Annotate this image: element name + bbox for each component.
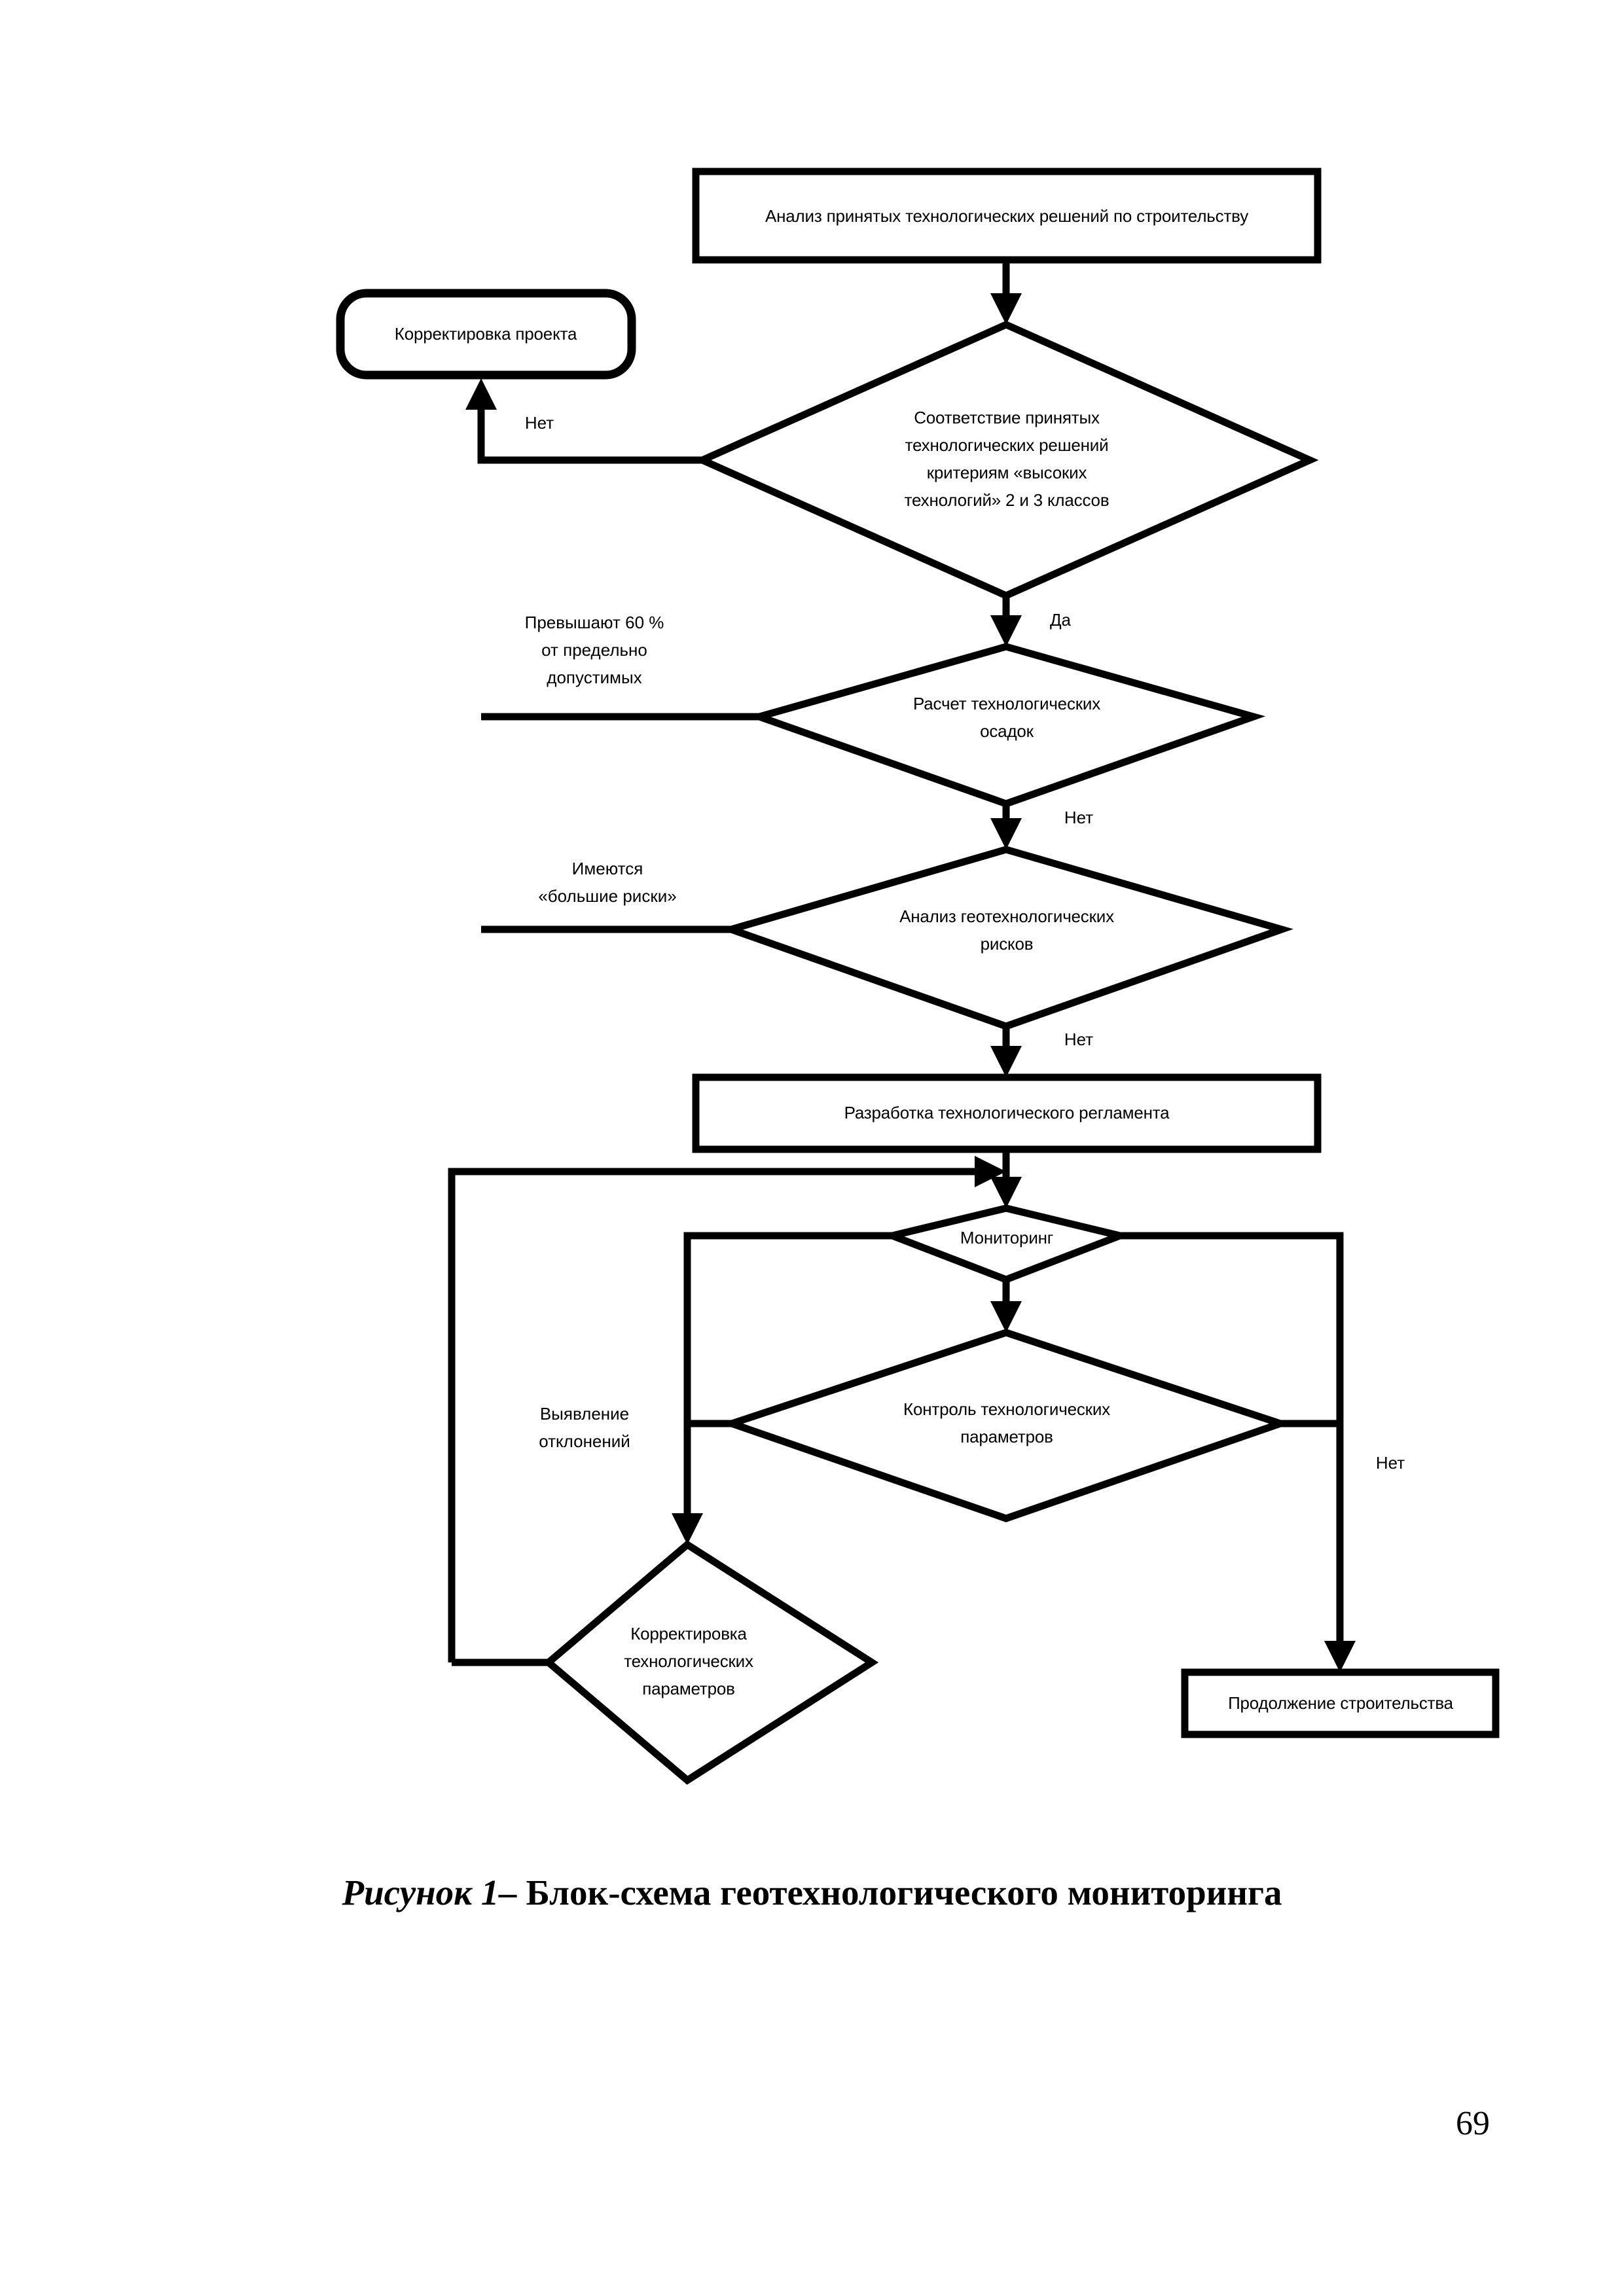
node-parameter-control-shape bbox=[720, 1329, 1292, 1522]
node-construction-continues[interactable]: Продолжение строительства bbox=[1181, 1668, 1500, 1738]
arrowhead-monitoring-to-control bbox=[990, 1301, 1022, 1333]
node-analysis[interactable]: Анализ принятых технологических решений … bbox=[692, 168, 1322, 264]
edge-label-layer: Нет Да Превышают 60 % от предельно допус… bbox=[525, 413, 1405, 1473]
node-parameter-correction-label-3: параметров bbox=[642, 1679, 735, 1698]
node-monitoring[interactable]: Мониторинг bbox=[880, 1204, 1132, 1283]
node-compliance-decision[interactable]: Соответствие принятых технологических ре… bbox=[693, 320, 1319, 600]
arrowhead-monitoring-left bbox=[672, 1513, 703, 1545]
edge-label-no-deviations: Нет bbox=[1376, 1453, 1405, 1473]
edge-label-exceed-limit-2: от предельно bbox=[541, 640, 647, 660]
node-regulation-development-shape bbox=[692, 1073, 1322, 1153]
edge-label-deviations-found-2: отклонений bbox=[539, 1431, 630, 1451]
node-risk-analysis[interactable]: Анализ геотехнологических рисков bbox=[719, 846, 1294, 1030]
node-risk-analysis-shape bbox=[719, 846, 1294, 1030]
node-parameter-control-label-2: параметров bbox=[960, 1427, 1053, 1446]
node-parameter-control[interactable]: Контроль технологических параметров bbox=[720, 1329, 1292, 1522]
figure-title: Блок-схема геотехнологического мониторин… bbox=[526, 1873, 1282, 1912]
node-regulation-development[interactable]: Разработка технологического регламента bbox=[692, 1073, 1322, 1153]
connector-monitoring-left bbox=[683, 1232, 892, 1525]
connector-monitoring-right bbox=[1120, 1232, 1344, 1653]
arrowhead-correction-feedback bbox=[975, 1156, 1006, 1187]
node-analysis-label: Анализ принятых технологических решений … bbox=[765, 206, 1248, 226]
node-monitoring-shape bbox=[880, 1204, 1132, 1283]
edge-label-no-settlement: Нет bbox=[1064, 808, 1093, 827]
edge-label-big-risks-2: «большие риски» bbox=[538, 886, 676, 906]
node-settlement-calc-label-2: осадок bbox=[980, 721, 1034, 741]
flowchart-diagram: Анализ принятых технологических решений … bbox=[336, 168, 1500, 1785]
edge-label-yes-compliance: Да bbox=[1050, 610, 1072, 630]
node-compliance-decision-label: Соответствие принятых bbox=[914, 408, 1100, 427]
figure-caption: Рисунок 1– Блок-схема геотехнологическог… bbox=[0, 1872, 1624, 1913]
node-settlement-calc-shape bbox=[747, 643, 1266, 808]
node-settlement-calc-label: Расчет технологических bbox=[913, 694, 1100, 713]
node-project-correction-label: Корректировка проекта bbox=[395, 324, 577, 344]
edge-label-big-risks: Имеются bbox=[572, 859, 643, 878]
node-compliance-decision-label-4: технологий» 2 и 3 классов bbox=[905, 490, 1110, 510]
connector-correction-feedback bbox=[448, 1168, 988, 1662]
node-compliance-decision-label-2: технологических решений bbox=[905, 435, 1109, 455]
arrowhead-monitoring-right bbox=[1324, 1641, 1356, 1672]
connector-compliance-no bbox=[477, 395, 702, 464]
node-risk-analysis-label: Анализ геотехнологических bbox=[899, 906, 1114, 926]
arrowhead-regulation-to-monitoring bbox=[990, 1177, 1022, 1208]
node-compliance-decision-label-3: критериям «высоких bbox=[927, 463, 1087, 482]
arrowhead-compliance-no bbox=[465, 378, 497, 410]
arrowhead-analysis-to-compliance bbox=[990, 293, 1022, 325]
node-parameter-control-label: Контроль технологических bbox=[903, 1399, 1110, 1419]
node-regulation-development-label: Разработка технологического регламента bbox=[844, 1103, 1170, 1122]
node-parameter-correction-label-2: технологических bbox=[624, 1651, 753, 1671]
node-parameter-correction-shape bbox=[543, 1540, 879, 1785]
node-project-correction[interactable]: Корректировка проекта bbox=[336, 289, 636, 380]
node-construction-continues-label: Продолжение строительства bbox=[1228, 1693, 1454, 1713]
edge-label-deviations-found: Выявление bbox=[540, 1404, 629, 1424]
connector-layer bbox=[448, 260, 1356, 1672]
arrowhead-risk-no bbox=[990, 1046, 1022, 1077]
figure-number: Рисунок 1– bbox=[342, 1873, 517, 1912]
node-compliance-decision-shape bbox=[693, 320, 1319, 600]
edge-label-exceed-limit-3: допустимых bbox=[547, 668, 641, 687]
edge-label-exceed-limit: Превышают 60 % bbox=[525, 613, 664, 632]
node-construction-continues-shape bbox=[1181, 1668, 1500, 1738]
node-parameter-correction[interactable]: Корректировка технологических параметров bbox=[543, 1540, 879, 1785]
node-risk-analysis-label-2: рисков bbox=[981, 934, 1034, 954]
node-parameter-correction-label: Корректировка bbox=[630, 1624, 747, 1643]
edge-label-no-compliance: Нет bbox=[525, 413, 554, 433]
node-settlement-calc[interactable]: Расчет технологических осадок bbox=[747, 643, 1266, 808]
page-number: 69 bbox=[1456, 2105, 1490, 2142]
arrowhead-settlement-no bbox=[990, 818, 1022, 850]
node-analysis-shape bbox=[692, 168, 1322, 264]
node-project-correction-shape bbox=[336, 289, 636, 380]
edge-label-no-risks: Нет bbox=[1064, 1030, 1093, 1049]
arrowhead-compliance-yes bbox=[990, 615, 1022, 647]
node-monitoring-label: Мониторинг bbox=[960, 1228, 1053, 1247]
